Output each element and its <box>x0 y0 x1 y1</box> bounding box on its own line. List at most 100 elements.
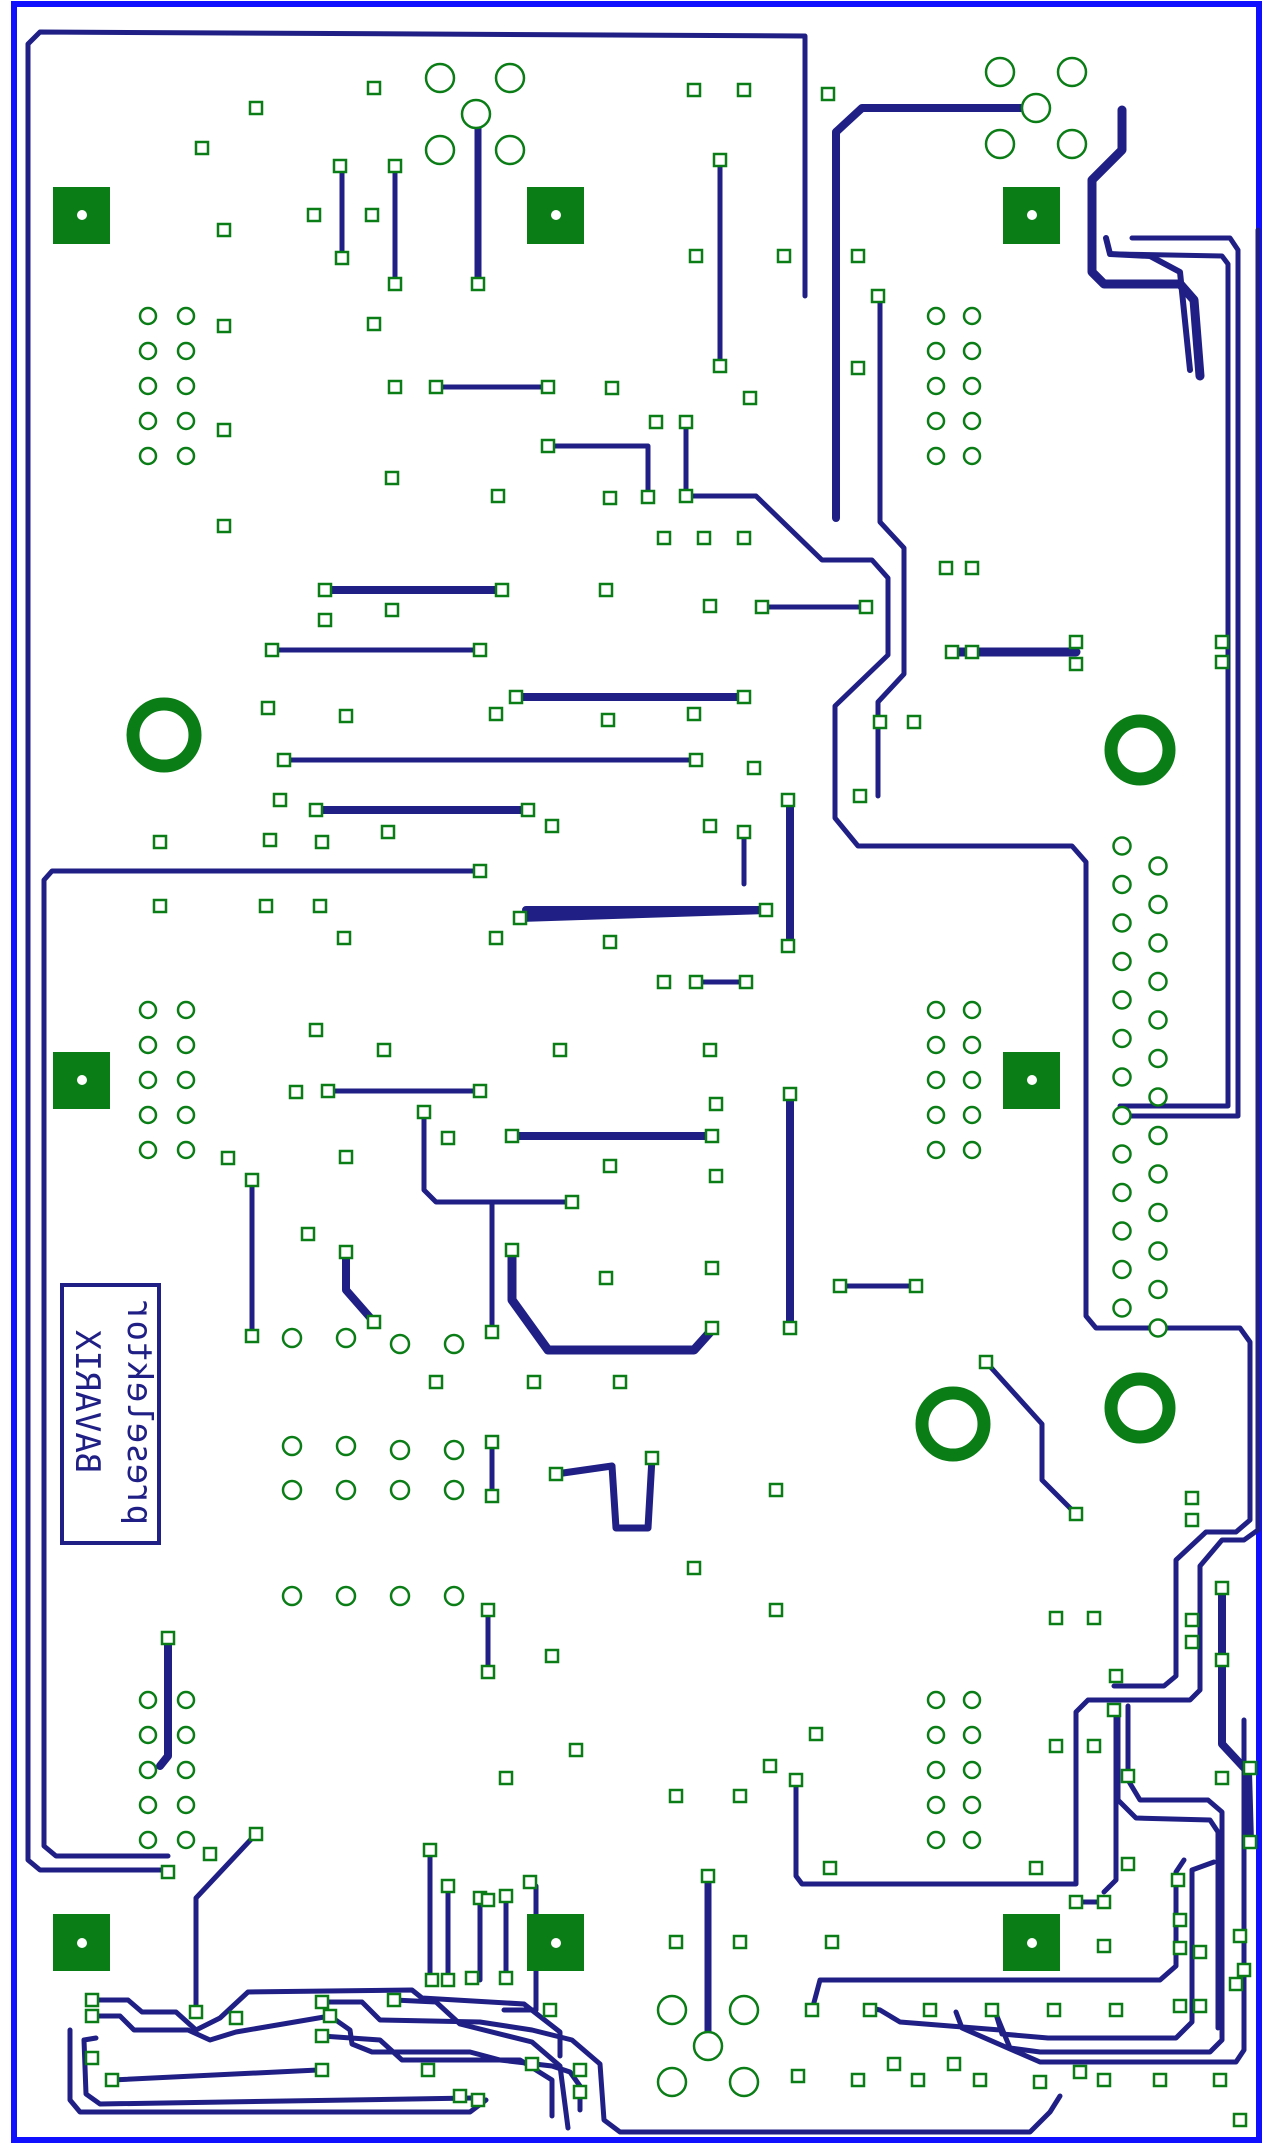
through-hole-pad <box>1148 1241 1168 1261</box>
via-pad <box>540 438 556 454</box>
via-pad <box>820 86 836 102</box>
through-hole-pad <box>926 1725 946 1745</box>
via-pad <box>1184 1490 1200 1506</box>
through-hole-pad <box>926 1760 946 1780</box>
via-pad <box>978 1354 994 1370</box>
via-pad <box>524 2056 540 2072</box>
trace <box>41 868 485 1859</box>
trace <box>342 1248 378 1326</box>
via-pad <box>484 1434 500 1450</box>
via-pad <box>484 1488 500 1504</box>
through-hole-pad <box>1056 128 1088 160</box>
via-pad <box>644 1450 660 1466</box>
via-pad <box>688 974 704 990</box>
via-pad <box>870 288 886 304</box>
via-pad <box>1242 1834 1258 1850</box>
via-pad <box>216 318 232 334</box>
via-pad <box>264 642 280 658</box>
through-hole-pad <box>176 446 196 466</box>
through-hole-pad <box>138 1035 158 1055</box>
shield-pad <box>53 1914 110 1971</box>
via-pad <box>1068 634 1084 650</box>
via-pad <box>668 1934 684 1950</box>
trace <box>516 906 770 922</box>
via-pad <box>364 207 380 223</box>
trace <box>319 2033 555 2119</box>
via-pad <box>244 1172 260 1188</box>
through-hole-pad <box>1148 1318 1168 1338</box>
via-pad <box>1236 1962 1252 1978</box>
via-pad <box>1228 1976 1244 1992</box>
through-hole-pad <box>962 1795 982 1815</box>
through-hole-pad <box>281 1435 303 1457</box>
through-hole-pad <box>176 1725 196 1745</box>
via-pad <box>544 818 560 834</box>
trace <box>1111 251 1231 1109</box>
via-pad <box>387 379 403 395</box>
small-square-pads <box>84 80 1258 2128</box>
via-pad <box>480 1664 496 1680</box>
via-pad <box>336 930 352 946</box>
shield-pad <box>1003 1052 1060 1109</box>
via-pad <box>768 1482 784 1498</box>
via-pad <box>428 1374 444 1390</box>
mounting-hole <box>915 1386 991 1462</box>
via-pad <box>384 602 400 618</box>
through-hole-pad <box>176 1690 196 1710</box>
trace <box>67 2027 489 2115</box>
through-hole-pad <box>138 1830 158 1850</box>
through-hole-pad <box>1148 971 1168 992</box>
through-hole-pad <box>335 1435 357 1457</box>
shield-pad <box>1003 1914 1060 1971</box>
via-pad <box>428 379 444 395</box>
via-pad <box>704 1320 720 1336</box>
via-pad <box>322 2008 338 2024</box>
via-pad <box>688 248 704 264</box>
via-pad <box>858 599 874 615</box>
via-pad <box>366 80 382 96</box>
via-pad <box>552 1042 568 1058</box>
via-pad <box>906 714 922 730</box>
via-pad <box>1214 1770 1230 1786</box>
via-pad <box>1086 1738 1102 1754</box>
through-hole-pad <box>1148 1010 1168 1030</box>
via-pad <box>386 1992 402 2008</box>
via-pad <box>700 1868 716 1884</box>
through-hole-pad <box>138 1070 158 1090</box>
through-hole-pad <box>926 1105 946 1125</box>
trace <box>993 1703 1225 2055</box>
trace <box>81 2035 475 2107</box>
via-pad <box>387 158 403 174</box>
via-pad <box>366 1314 382 1330</box>
via-pad <box>498 1888 514 1904</box>
via-pad <box>736 530 752 546</box>
via-pad <box>678 488 694 504</box>
through-hole-pad <box>962 1000 982 1020</box>
via-pad <box>1072 2064 1088 2080</box>
through-hole-pad <box>281 1585 303 1607</box>
through-hole-pad <box>443 1333 465 1355</box>
via-pad <box>602 934 618 950</box>
through-hole-pad <box>1112 1105 1132 1126</box>
via-pad <box>640 489 656 505</box>
through-hole-pad <box>1148 1164 1168 1184</box>
via-pad <box>754 599 770 615</box>
trace <box>156 1634 172 1770</box>
through-hole-pad <box>389 1585 411 1607</box>
via-pad <box>544 1648 560 1664</box>
via-pad <box>1086 1610 1102 1626</box>
via-pad <box>604 380 620 396</box>
via-pad <box>758 902 774 918</box>
via-pad <box>260 700 276 716</box>
via-pad <box>484 1324 500 1340</box>
via-pad <box>1120 1768 1136 1784</box>
via-pad <box>160 1864 176 1880</box>
via-pad <box>440 1130 456 1146</box>
through-hole-pad <box>926 1690 946 1710</box>
through-hole-pad <box>962 1690 982 1710</box>
through-hole-pad <box>1148 933 1168 953</box>
via-pad <box>886 2056 902 2072</box>
via-pad <box>194 140 210 156</box>
through-hole-pad <box>1112 990 1132 1010</box>
via-pad <box>1068 1506 1084 1522</box>
